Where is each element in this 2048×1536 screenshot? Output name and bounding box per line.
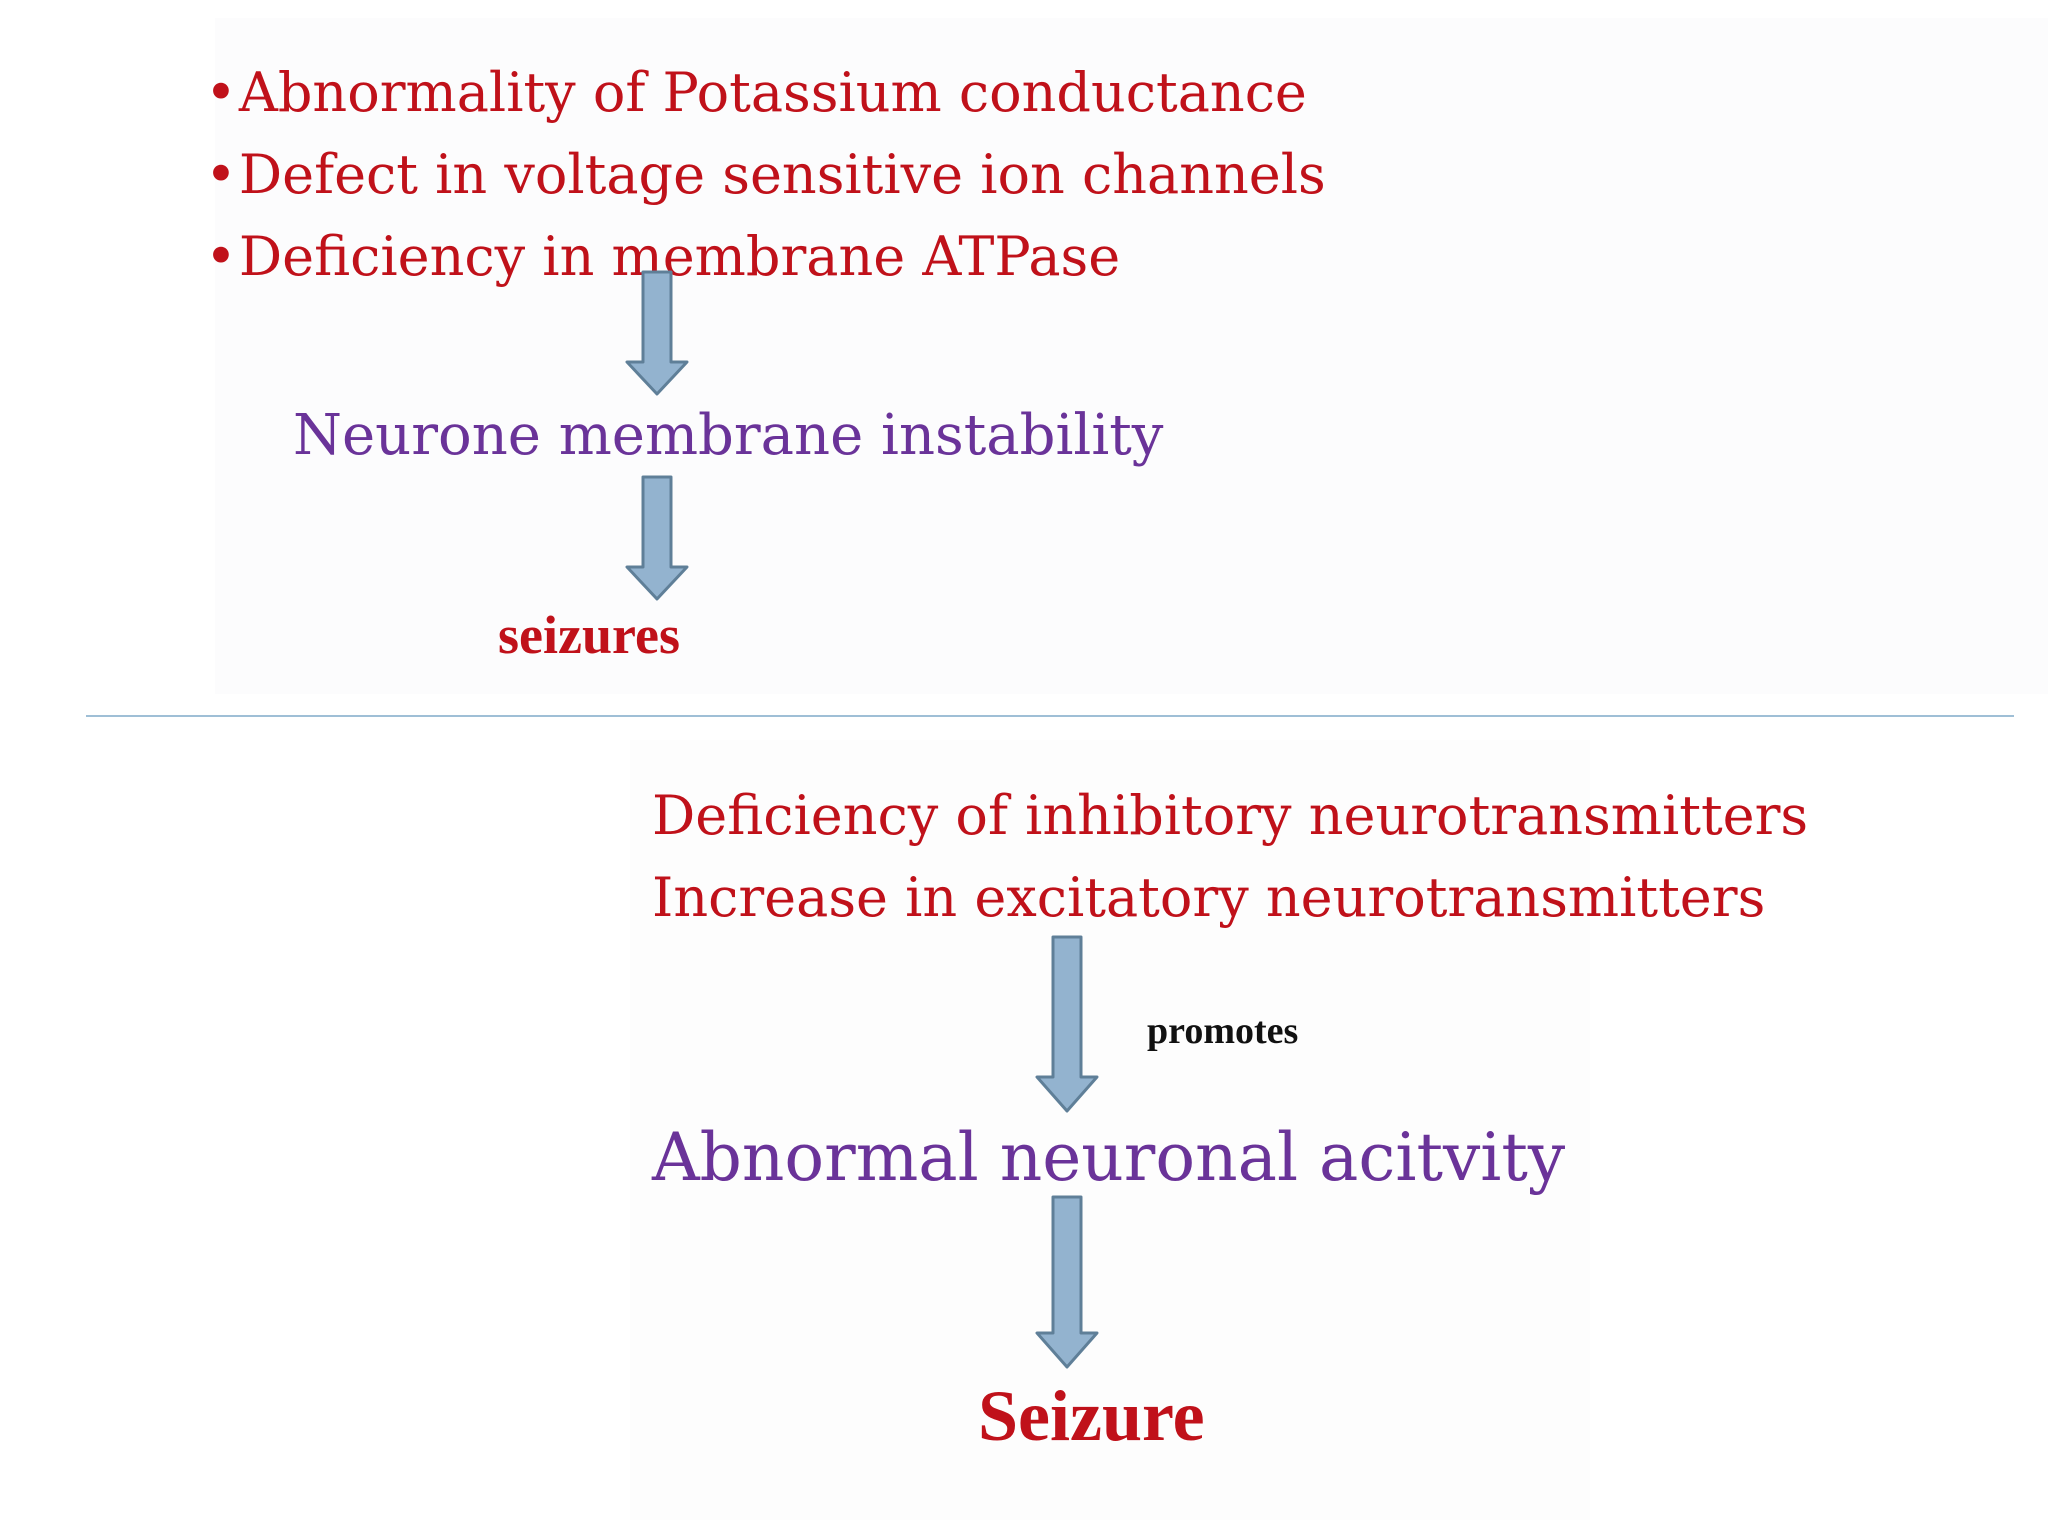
top-cause-list: Abnormality of Potassium conductance Def… (205, 52, 1326, 298)
bottom-flow-panel (630, 740, 1590, 1520)
top-outcome-text: seizures (498, 605, 680, 665)
down-arrow-icon (625, 270, 689, 396)
top-cause-item: Abnormality of Potassium conductance (205, 52, 1326, 134)
down-arrow-icon (1035, 1195, 1099, 1369)
bottom-outcome-text: Seizure (978, 1376, 1205, 1456)
section-divider (86, 715, 2014, 717)
bottom-cause-list: Deficiency of inhibitory neurotransmitte… (652, 775, 1808, 939)
top-intermediate-text: Neurone membrane instability (293, 403, 1164, 468)
down-arrow-icon (625, 475, 689, 601)
bottom-cause-item: Deficiency of inhibitory neurotransmitte… (652, 784, 1809, 847)
bottom-cause-item: Increase in excitatory neurotransmitters (652, 866, 1766, 929)
arrow-label: promotes (1147, 1010, 1299, 1052)
bottom-intermediate-text: Abnormal neuronal acitvity (652, 1119, 1566, 1196)
top-cause-item: Defect in voltage sensitive ion channels (205, 134, 1326, 216)
top-cause-item: Deficiency in membrane ATPase (205, 216, 1326, 298)
down-arrow-icon (1035, 935, 1099, 1113)
